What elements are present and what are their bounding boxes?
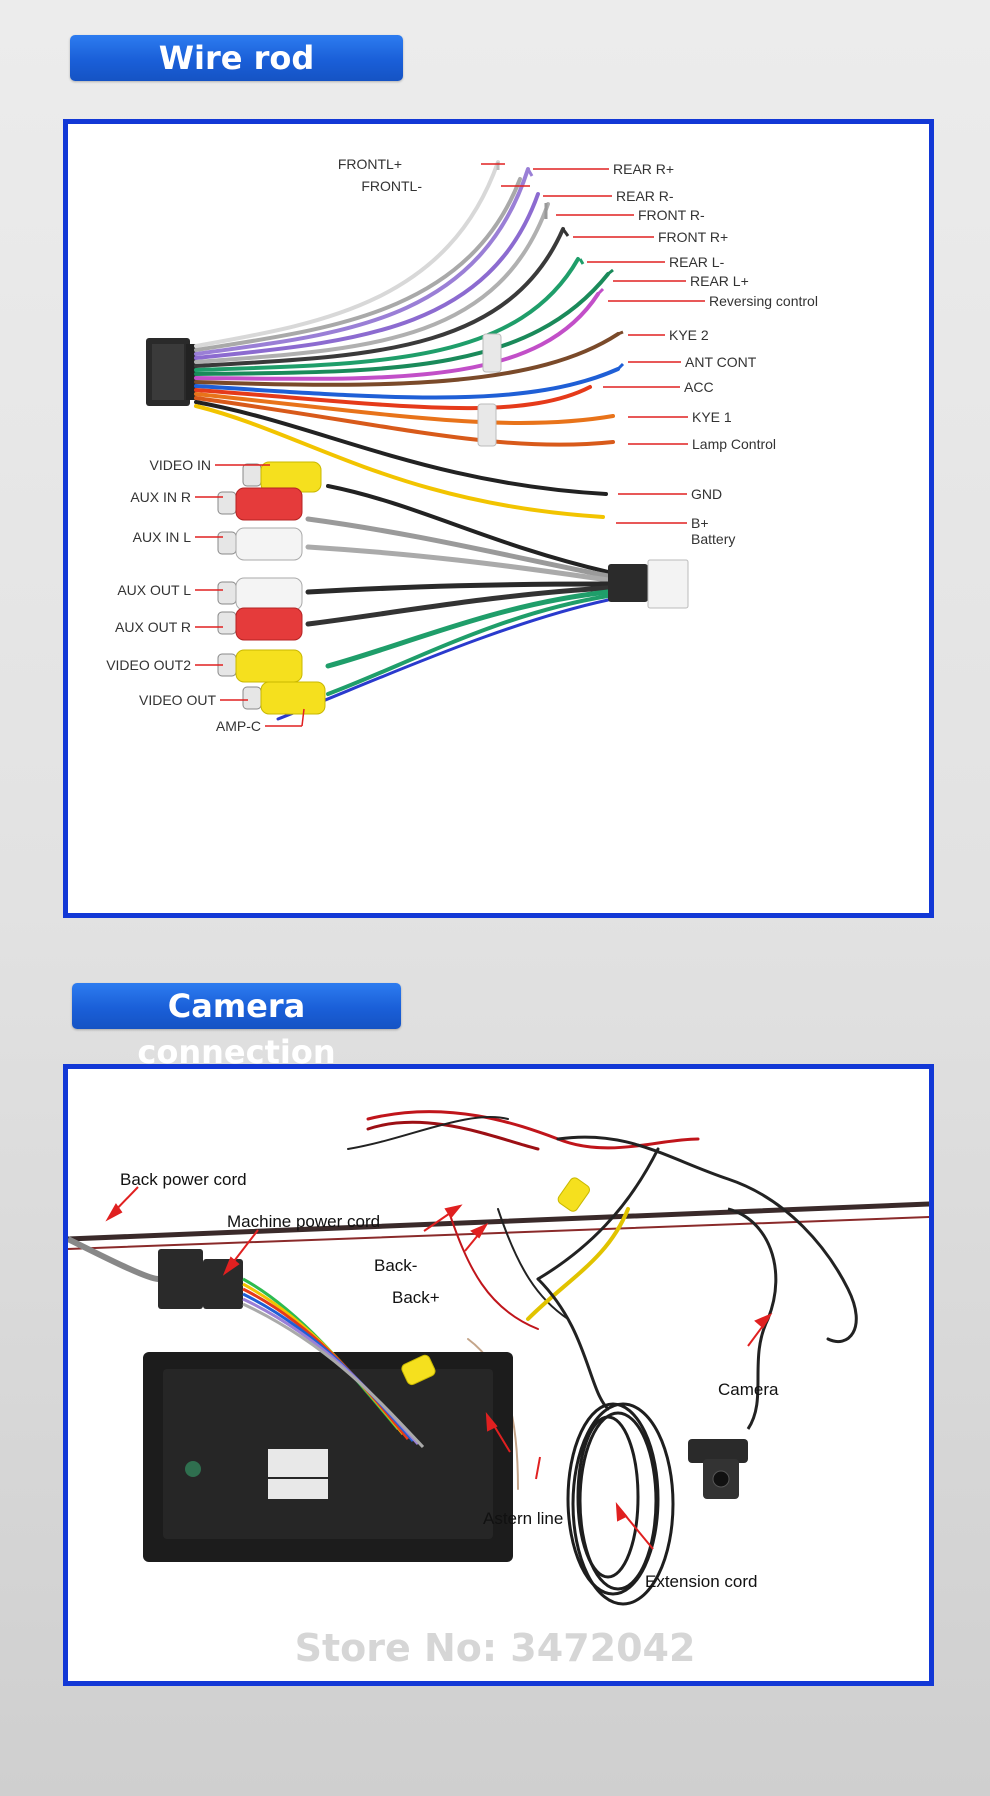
label-back-plus: Back+ (392, 1288, 440, 1307)
label-rear-l-minus: REAR L- (669, 254, 725, 270)
label-kye1: KYE 1 (692, 409, 732, 425)
multipin-connector-icon (608, 559, 689, 609)
label-frontl-plus: FRONTL+ (338, 156, 402, 172)
power-cables (68, 1110, 929, 1490)
rca-bundle-wires (276, 484, 611, 721)
label-ant-cont: ANT CONT (685, 354, 757, 370)
camera-device-icon (688, 1207, 778, 1499)
label-rear-r-minus: REAR R- (616, 188, 674, 204)
label-frontl-minus: FRONTL- (361, 178, 422, 194)
wiring-harness-diagram: FRONTL+ FRONTL- REAR R+ REAR R- FRONT R-… (106, 156, 818, 734)
callout-lines (195, 163, 705, 727)
label-aux-out-r: AUX OUT R (115, 619, 191, 635)
label-aux-in-r: AUX IN R (130, 489, 191, 505)
yellow-rca-connector (401, 1177, 590, 1386)
harness-wires (194, 160, 620, 519)
label-kye2: KYE 2 (669, 327, 709, 343)
label-astern-line: Astern line (483, 1509, 563, 1528)
camera-connection-banner: Camera connection (72, 983, 401, 1071)
wire-rod-banner: Wire rod (70, 35, 403, 81)
wire-tips (496, 162, 625, 371)
label-battery: Battery (691, 531, 735, 547)
iso-connector-icon (146, 338, 196, 406)
label-b-plus: B+ (691, 515, 709, 531)
head-unit-wires (68, 1236, 425, 1449)
callout-arrows (105, 1186, 773, 1550)
label-amp-c: AMP-C (216, 718, 261, 734)
label-reversing-control: Reversing control (709, 293, 818, 309)
wire-rod-panel: FRONTL+ FRONTL- REAR R+ REAR R- FRONT R-… (63, 119, 934, 918)
label-lamp-control: Lamp Control (692, 436, 776, 452)
label-back-minus: Back- (374, 1256, 417, 1275)
label-front-r-minus: FRONT R- (638, 207, 705, 223)
label-camera: Camera (718, 1380, 779, 1399)
camera-connection-diagram: Back power cord Machine power cord Back-… (68, 1110, 929, 1670)
label-aux-in-l: AUX IN L (133, 529, 192, 545)
rca-plugs (217, 461, 326, 715)
iso-connectors-icon (158, 1249, 243, 1309)
label-front-r-plus: FRONT R+ (658, 229, 728, 245)
rca-plug-video-in (242, 461, 322, 493)
camera-connection-panel: Back power cord Machine power cord Back-… (63, 1064, 934, 1686)
label-gnd: GND (691, 486, 722, 502)
label-rear-l-plus: REAR L+ (690, 273, 749, 289)
rca-plug-video-out2 (217, 649, 303, 683)
label-aux-out-l: AUX OUT L (117, 582, 191, 598)
label-video-out: VIDEO OUT (139, 692, 216, 708)
label-video-in: VIDEO IN (150, 457, 211, 473)
head-unit-icon (143, 1352, 513, 1562)
rca-plug-aux-out-l (217, 577, 303, 611)
rca-plug-aux-out-r (217, 607, 303, 641)
store-watermark: Store No: 3472042 (295, 1626, 696, 1670)
label-acc: ACC (684, 379, 714, 395)
label-rear-r-plus: REAR R+ (613, 161, 674, 177)
wire-tags (477, 333, 502, 447)
rca-plug-aux-in-l (217, 527, 303, 561)
label-extension-cord: Extension cord (645, 1572, 757, 1591)
label-machine-power-cord: Machine power cord (227, 1212, 380, 1231)
label-back-power-cord: Back power cord (120, 1170, 247, 1189)
rca-plug-video-out (242, 681, 326, 715)
extension-cord-coil (566, 1402, 675, 1606)
rca-plug-aux-in-r (217, 487, 303, 521)
label-video-out2: VIDEO OUT2 (106, 657, 191, 673)
